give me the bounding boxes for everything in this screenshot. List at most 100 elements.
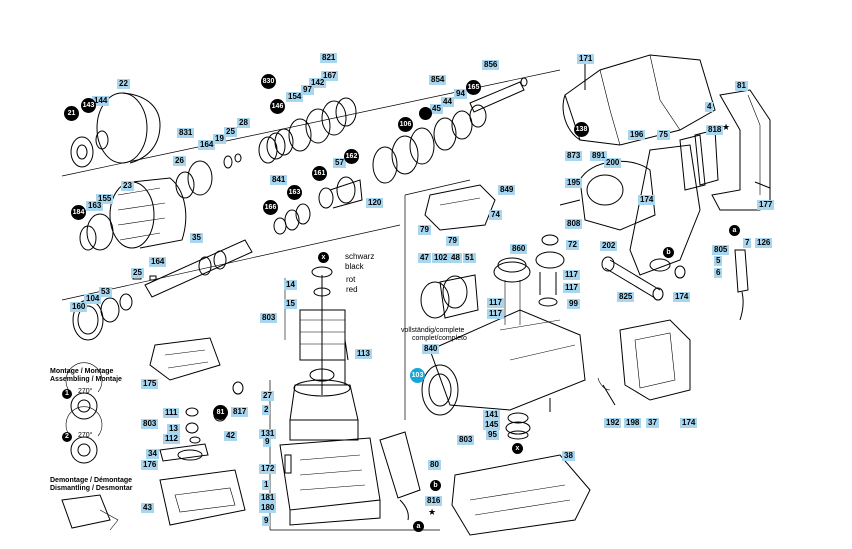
part-label-94: 94 [454,89,467,99]
badge-103: 103 [410,368,425,383]
wire-color-black: black [345,262,364,271]
part-label-141: 141 [483,410,501,420]
part-label-74: 74 [489,210,502,220]
part-label-154: 154 [286,92,304,102]
dismantling-heading-1: Demontage / Démontage [50,477,133,484]
part-label-113: 113 [355,349,372,359]
part-label-81: 81 [735,81,748,91]
part-label-174-c: 174 [680,418,698,428]
part-label-117-c: 117 [487,298,504,308]
badge-step-1: 1 [62,389,72,399]
part-label-51: 51 [463,253,476,263]
part-label-80: 80 [428,460,441,470]
part-label-200: 200 [604,158,622,168]
part-label-192: 192 [604,418,622,428]
part-label-75: 75 [657,130,670,140]
part-label-79-a: 79 [418,225,431,235]
part-label-37: 37 [646,418,659,428]
part-label-57: 57 [333,158,346,168]
wire-color-schwarz: schwarz [345,252,375,261]
rotation-angle-1: 270° [78,388,93,395]
star-marker-818: ★ [722,123,731,133]
marker-x-bottom: x [512,443,523,454]
part-label-35: 35 [190,233,203,243]
part-label-34: 34 [146,449,159,459]
part-label-174-a: 174 [638,195,656,205]
part-label-803-b: 803 [457,435,475,445]
part-label-803-c: 803 [141,419,159,429]
part-label-144: 144 [92,96,110,106]
part-label-177: 177 [757,200,775,210]
part-label-817: 817 [231,407,249,417]
part-label-72: 72 [566,240,579,250]
part-label-176: 176 [141,460,159,470]
part-label-175: 175 [141,379,159,389]
assembly-heading-2: Assembling / Montaje [50,376,122,383]
part-label-7: 7 [743,238,752,248]
complete-note-2: complet/completo [412,335,467,342]
part-label-111: 111 [163,408,180,418]
part-label-854: 854 [429,75,447,85]
badge-184: 184 [71,205,86,220]
part-label-43: 43 [141,503,154,513]
part-label-22: 22 [117,79,130,89]
part-label-120: 120 [366,198,384,208]
part-label-198: 198 [624,418,642,428]
part-label-42: 42 [224,431,237,441]
part-label-860: 860 [510,244,528,254]
part-label-25-b: 25 [131,268,144,278]
part-label-104: 104 [84,294,102,304]
part-label-126: 126 [755,238,773,248]
marker-x-top: x [318,252,329,263]
part-label-27: 27 [261,391,274,401]
part-label-1: 1 [262,480,271,490]
complete-note-1: vollständig/complete [401,327,465,334]
part-label-117-b: 117 [563,283,580,293]
badge-81: 81 [213,405,228,420]
part-label-26: 26 [173,156,186,166]
badge-138: 138 [574,122,589,137]
part-label-25-a: 25 [224,127,237,137]
part-label-9-b: 9 [262,516,271,526]
part-label-14: 14 [284,280,297,290]
badge-830: 830 [261,74,276,89]
part-label-174-b: 174 [673,292,691,302]
part-label-28: 28 [237,118,250,128]
part-label-13: 13 [167,424,180,434]
part-label-202: 202 [600,241,618,251]
assembly-heading-1: Montage / Montage [50,368,114,375]
part-label-816: 816 [425,496,443,506]
part-label-44: 44 [441,97,454,107]
part-label-4: 4 [705,102,714,112]
part-label-873: 873 [565,151,583,161]
wire-color-rot: rot [346,275,356,284]
part-label-102: 102 [432,253,450,263]
part-label-117-a: 117 [563,270,580,280]
part-label-803-a: 803 [260,313,278,323]
part-label-891: 891 [590,151,608,161]
part-label-164-b: 164 [149,257,167,267]
part-label-38: 38 [562,451,575,461]
part-label-145: 145 [483,420,501,430]
part-label-5: 5 [714,256,723,266]
part-label-841: 841 [270,175,288,185]
part-label-6: 6 [714,268,723,278]
part-label-142: 142 [309,78,327,88]
part-label-818: 818 [706,125,724,135]
badge-step-2: 2 [62,432,72,442]
part-label-47: 47 [418,253,431,263]
part-label-15: 15 [284,299,297,309]
wire-color-red: red [346,285,358,294]
part-label-23: 23 [121,181,134,191]
part-label-112: 112 [163,434,180,444]
star-marker-816: ★ [428,508,437,518]
marker-b-trigger: b [663,247,674,258]
part-label-155: 155 [96,194,114,204]
part-label-163-a: 163 [86,201,104,211]
part-label-164-a: 164 [198,140,216,150]
badge-161: 161 [312,166,327,181]
part-label-181: 181 [259,493,277,503]
part-label-195: 195 [565,178,583,188]
part-label-117-d: 117 [487,309,504,319]
badge-143: 143 [81,98,96,113]
